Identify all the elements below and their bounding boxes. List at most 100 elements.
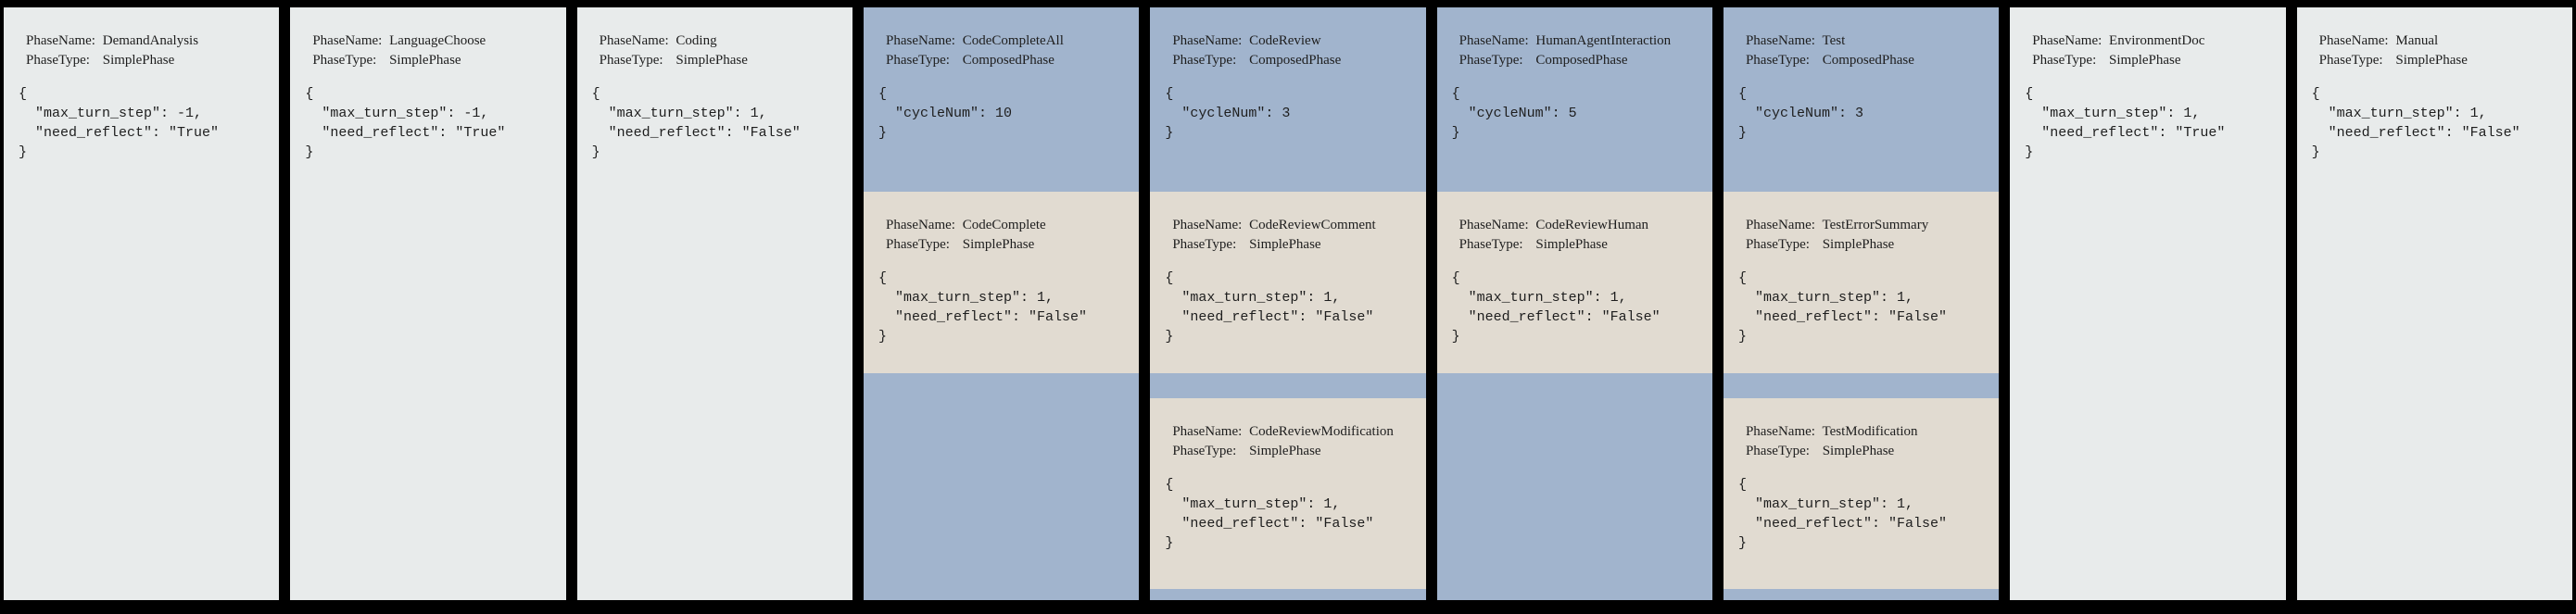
phase-name-label: PhaseName: <box>885 33 955 48</box>
composed-phase-header-section: PhaseName: Test PhaseType: ComposedPhase… <box>1724 7 1999 192</box>
phase-type-row: PhaseType: ComposedPhase <box>886 51 1128 70</box>
phase-config-json: { "max_turn_step": -1, "need_reflect": "… <box>19 86 220 160</box>
phase-type-row: PhaseType: ComposedPhase <box>1172 51 1414 70</box>
phase-type-value: ComposedPhase <box>962 53 1054 68</box>
phase-name-value: CodeReview <box>1249 33 1321 48</box>
phase-type-label: PhaseType: <box>1745 53 1810 68</box>
phase-name-value: Coding <box>676 33 717 48</box>
phase-config-json: { "max_turn_step": 1, "need_reflect": "F… <box>1165 270 1374 345</box>
phase-type-row: PhaseType: SimplePhase <box>312 51 554 70</box>
phase-name-row: PhaseName: CodeReviewModification <box>1172 422 1414 442</box>
phase-name-value: TestModification <box>1822 424 1918 439</box>
phase-name-value: EnvironmentDoc <box>2109 33 2205 48</box>
composed-phase-divider <box>1150 373 1425 398</box>
phase-type-value: SimplePhase <box>676 53 748 68</box>
subphase-card-test-modification: PhaseName: TestModification PhaseType: S… <box>1723 398 2000 589</box>
phase-config-json: { "max_turn_step": 1, "need_reflect": "T… <box>2025 86 2226 160</box>
phase-name-label: PhaseName: <box>26 33 95 48</box>
phase-type-label: PhaseType: <box>1172 444 1237 458</box>
phase-name-value: LanguageChoose <box>389 33 486 48</box>
phase-name-label: PhaseName: <box>885 218 955 232</box>
phase-name-label: PhaseName: <box>1458 218 1529 232</box>
phase-type-value: SimplePhase <box>2109 53 2181 68</box>
phase-type-row: PhaseType: SimplePhase <box>886 235 1128 255</box>
phase-type-label: PhaseType: <box>1745 237 1810 252</box>
phase-type-label: PhaseType: <box>1458 237 1523 252</box>
phase-name-label: PhaseName: <box>1745 33 1815 48</box>
phase-name-value: DemandAnalysis <box>102 33 199 48</box>
phase-name-value: CodeReviewHuman <box>1535 218 1649 232</box>
phase-name-row: PhaseName: LanguageChoose <box>312 31 554 51</box>
phase-name-value: TestErrorSummary <box>1822 218 1929 232</box>
phase-type-value: SimplePhase <box>1822 444 1895 458</box>
phase-type-label: PhaseType: <box>599 53 663 68</box>
phase-type-value: ComposedPhase <box>1822 53 1914 68</box>
phase-card-test: PhaseName: Test PhaseType: ComposedPhase… <box>1723 7 2000 600</box>
phase-header-section: PhaseName: LanguageChoose PhaseType: Sim… <box>290 7 565 162</box>
phase-type-row: PhaseType: SimplePhase <box>2032 51 2274 70</box>
phase-config-json: { "max_turn_step": 1, "need_reflect": "F… <box>591 86 801 160</box>
phase-name-row: PhaseName: Coding <box>600 31 841 51</box>
phase-name-row: PhaseName: DemandAnalysis <box>26 31 268 51</box>
subphase-card-test-error-summary: PhaseName: TestErrorSummary PhaseType: S… <box>1723 192 2000 373</box>
phase-name-value: CodeComplete <box>962 218 1046 232</box>
phase-config-json: { "max_turn_step": -1, "need_reflect": "… <box>305 86 506 160</box>
phase-card-code-complete-all: PhaseName: CodeCompleteAll PhaseType: Co… <box>863 7 1140 600</box>
phase-type-row: PhaseType: SimplePhase <box>1746 442 1988 461</box>
phase-config-json: { "max_turn_step": 1, "need_reflect": "F… <box>878 270 1088 345</box>
phase-header-section: PhaseName: Manual PhaseType: SimplePhase… <box>2297 7 2572 162</box>
phase-config-json: { "cycleNum": 5 } <box>1451 86 1577 141</box>
phase-name-value: Manual <box>2395 33 2439 48</box>
phase-type-label: PhaseType: <box>885 237 950 252</box>
phase-type-value: ComposedPhase <box>1249 53 1342 68</box>
phase-name-value: CodeReviewComment <box>1249 218 1376 232</box>
subphase-card-code-review-comment: PhaseName: CodeReviewComment PhaseType: … <box>1150 192 1426 373</box>
composed-phase-header-section: PhaseName: CodeReview PhaseType: Compose… <box>1150 7 1425 192</box>
phase-name-label: PhaseName: <box>312 33 383 48</box>
phase-config-json: { "max_turn_step": 1, "need_reflect": "F… <box>1737 477 1948 551</box>
phase-name-row: PhaseName: Manual <box>2319 31 2561 51</box>
phase-name-label: PhaseName: <box>1745 424 1815 439</box>
phase-type-row: PhaseType: SimplePhase <box>2319 51 2561 70</box>
phase-config-json: { "cycleNum": 3 } <box>1737 86 1863 141</box>
composed-phase-divider <box>1724 373 1999 398</box>
phase-name-label: PhaseName: <box>599 33 669 48</box>
phase-name-row: PhaseName: CodeReviewHuman <box>1459 216 1701 235</box>
phase-header-section: PhaseName: EnvironmentDoc PhaseType: Sim… <box>2010 7 2285 162</box>
phase-type-value: SimplePhase <box>389 53 461 68</box>
phase-card-human-agent-interaction: PhaseName: HumanAgentInteraction PhaseTy… <box>1436 7 1712 600</box>
phase-type-value: SimplePhase <box>2395 53 2468 68</box>
phase-name-row: PhaseName: TestModification <box>1746 422 1988 442</box>
subphase-card-code-complete: PhaseName: CodeComplete PhaseType: Simpl… <box>863 192 1140 373</box>
phase-type-label: PhaseType: <box>1172 237 1237 252</box>
phase-card-coding: PhaseName: Coding PhaseType: SimplePhase… <box>576 7 852 600</box>
phase-name-label: PhaseName: <box>1745 218 1815 232</box>
phase-type-value: SimplePhase <box>1822 237 1895 252</box>
phase-type-label: PhaseType: <box>1172 53 1237 68</box>
phase-type-row: PhaseType: SimplePhase <box>26 51 268 70</box>
phase-name-row: PhaseName: CodeReviewComment <box>1172 216 1414 235</box>
phase-name-value: Test <box>1822 33 1846 48</box>
phase-type-value: SimplePhase <box>962 237 1035 252</box>
phase-type-label: PhaseType: <box>2032 53 2097 68</box>
phase-name-value: CodeReviewModification <box>1249 424 1394 439</box>
composed-phase-header-section: PhaseName: HumanAgentInteraction PhaseTy… <box>1437 7 1712 192</box>
phase-name-row: PhaseName: Test <box>1746 31 1988 51</box>
phase-card-demand-analysis: PhaseName: DemandAnalysis PhaseType: Sim… <box>4 7 280 600</box>
subphase-card-code-review-modification: PhaseName: CodeReviewModification PhaseT… <box>1150 398 1426 589</box>
phase-type-row: PhaseType: ComposedPhase <box>1459 51 1701 70</box>
phase-card-code-review: PhaseName: CodeReview PhaseType: Compose… <box>1150 7 1426 600</box>
phase-type-value: SimplePhase <box>102 53 175 68</box>
phase-name-value: CodeCompleteAll <box>962 33 1064 48</box>
phase-header-section: PhaseName: DemandAnalysis PhaseType: Sim… <box>4 7 279 162</box>
phase-name-row: PhaseName: EnvironmentDoc <box>2032 31 2274 51</box>
phase-config-json: { "cycleNum": 3 } <box>1165 86 1291 141</box>
phase-name-label: PhaseName: <box>2318 33 2389 48</box>
phase-name-label: PhaseName: <box>1172 218 1243 232</box>
phase-name-label: PhaseName: <box>1458 33 1529 48</box>
phase-type-row: PhaseType: ComposedPhase <box>1746 51 1988 70</box>
phase-config-json: { "max_turn_step": 1, "need_reflect": "F… <box>1165 477 1374 551</box>
phase-chain-board: PhaseName: DemandAnalysis PhaseType: Sim… <box>4 7 2572 600</box>
phase-header-section: PhaseName: Coding PhaseType: SimplePhase… <box>577 7 852 162</box>
phase-type-label: PhaseType: <box>885 53 950 68</box>
